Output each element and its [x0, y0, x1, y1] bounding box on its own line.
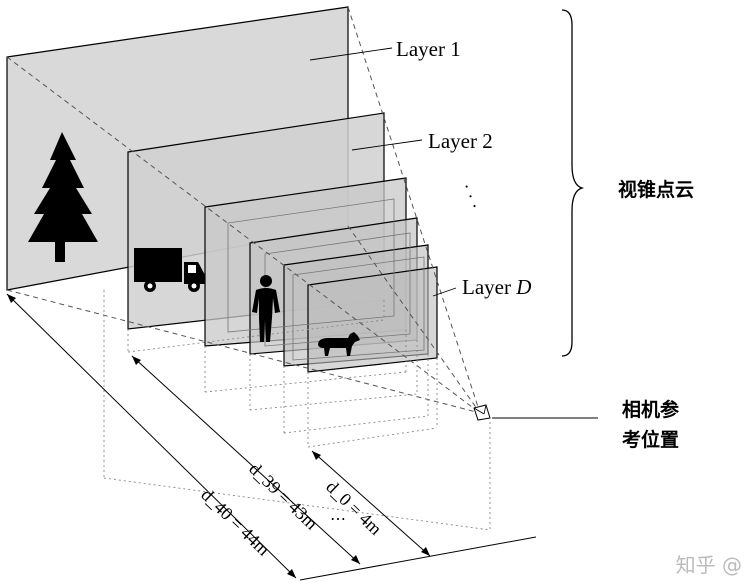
distance-d40: [6, 293, 491, 579]
layer-1-label: Layer 1: [396, 37, 461, 61]
frustum-brace: [561, 9, 585, 357]
layer-dots: · · ·: [456, 180, 485, 213]
layer-2-label: Layer 2: [428, 129, 493, 153]
distance-ellipsis: ⋯: [330, 511, 346, 528]
camera-reference-label-line2: 考位置: [622, 428, 679, 451]
distance-d40-label: d_40 = 44m: [197, 484, 274, 559]
frustum-edges: [6, 6, 481, 414]
layer-d-plane: [307, 266, 438, 373]
tree-silhouette: [28, 132, 98, 262]
layer-d-prefix: Layer: [462, 275, 516, 299]
camera-reference-label-line1: 相机参: [622, 398, 679, 421]
camera-icon: [473, 404, 491, 421]
layer-d-variable: D: [515, 275, 531, 299]
person-silhouette: [252, 275, 280, 342]
truck-silhouette: [134, 248, 205, 292]
layer-d-label: Layer D: [462, 275, 531, 299]
leader-lines: [309, 47, 598, 419]
layer-planes: [6, 6, 438, 373]
ground-projection-lines: [103, 290, 491, 530]
watermark: 知乎 @: [675, 553, 742, 577]
dog-silhouette: [318, 332, 360, 356]
frustum-point-cloud-label: 视锥点云: [618, 178, 694, 201]
distance-d39-label: d_39 = 43m: [245, 458, 322, 533]
ground-line: [299, 536, 537, 581]
distance-d39: [131, 355, 361, 565]
distance-d0: [311, 450, 431, 557]
